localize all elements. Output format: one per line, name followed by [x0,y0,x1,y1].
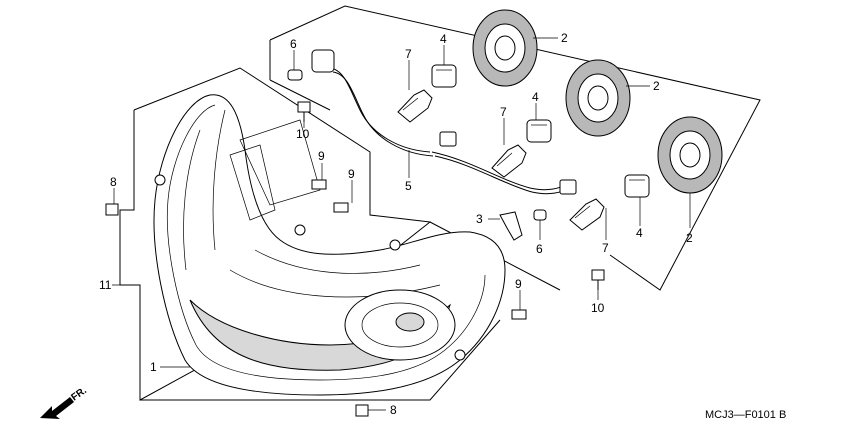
socket-4-upper [431,64,457,88]
bulb-7-middle [491,144,527,178]
callout-9: 9 [515,277,522,291]
callout-7: 7 [405,47,412,61]
drawing-code: MCJ3—F0101 B [705,409,786,421]
callout-6: 6 [536,242,543,256]
callout-4: 4 [532,90,539,104]
socket-4-middle [526,119,552,143]
socket-4-lower [624,174,650,198]
front-direction-arrow-icon: FR. [40,385,89,419]
socket-cover-upper [472,9,538,87]
callout-9: 9 [348,167,355,181]
clips [105,203,369,417]
screws [297,101,605,320]
callout-9: 9 [318,149,325,163]
callout-10: 10 [591,301,605,315]
callout-labels: 2 2 2 4 4 4 7 7 7 5 6 6 3 10 10 9 9 9 8 … [99,31,693,417]
wire-harness [329,67,577,195]
callout-6: 6 [290,37,297,51]
callout-5: 5 [405,179,412,193]
callout-4: 4 [636,226,643,240]
bracket-3 [499,211,523,241]
callout-2: 2 [653,79,660,93]
callout-11: 11 [99,278,112,292]
callout-7: 7 [602,241,609,255]
bulb-7-lower [569,198,605,231]
callout-2: 2 [686,231,693,245]
callout-3: 3 [476,212,483,226]
connector-6-upper [287,49,335,81]
callout-1: 1 [150,360,157,374]
callout-8: 8 [390,403,397,417]
bulb-7-upper [397,89,433,123]
callout-4: 4 [440,32,447,46]
callout-10: 10 [296,127,310,141]
headlight-housing [153,94,506,396]
callout-7: 7 [500,105,507,119]
callout-2: 2 [561,31,568,45]
callout-8: 8 [110,175,117,189]
socket-cover-lower [657,116,723,194]
connector-6-lower [533,209,547,221]
leader-lines [112,37,691,411]
socket-cover-middle [565,59,631,137]
